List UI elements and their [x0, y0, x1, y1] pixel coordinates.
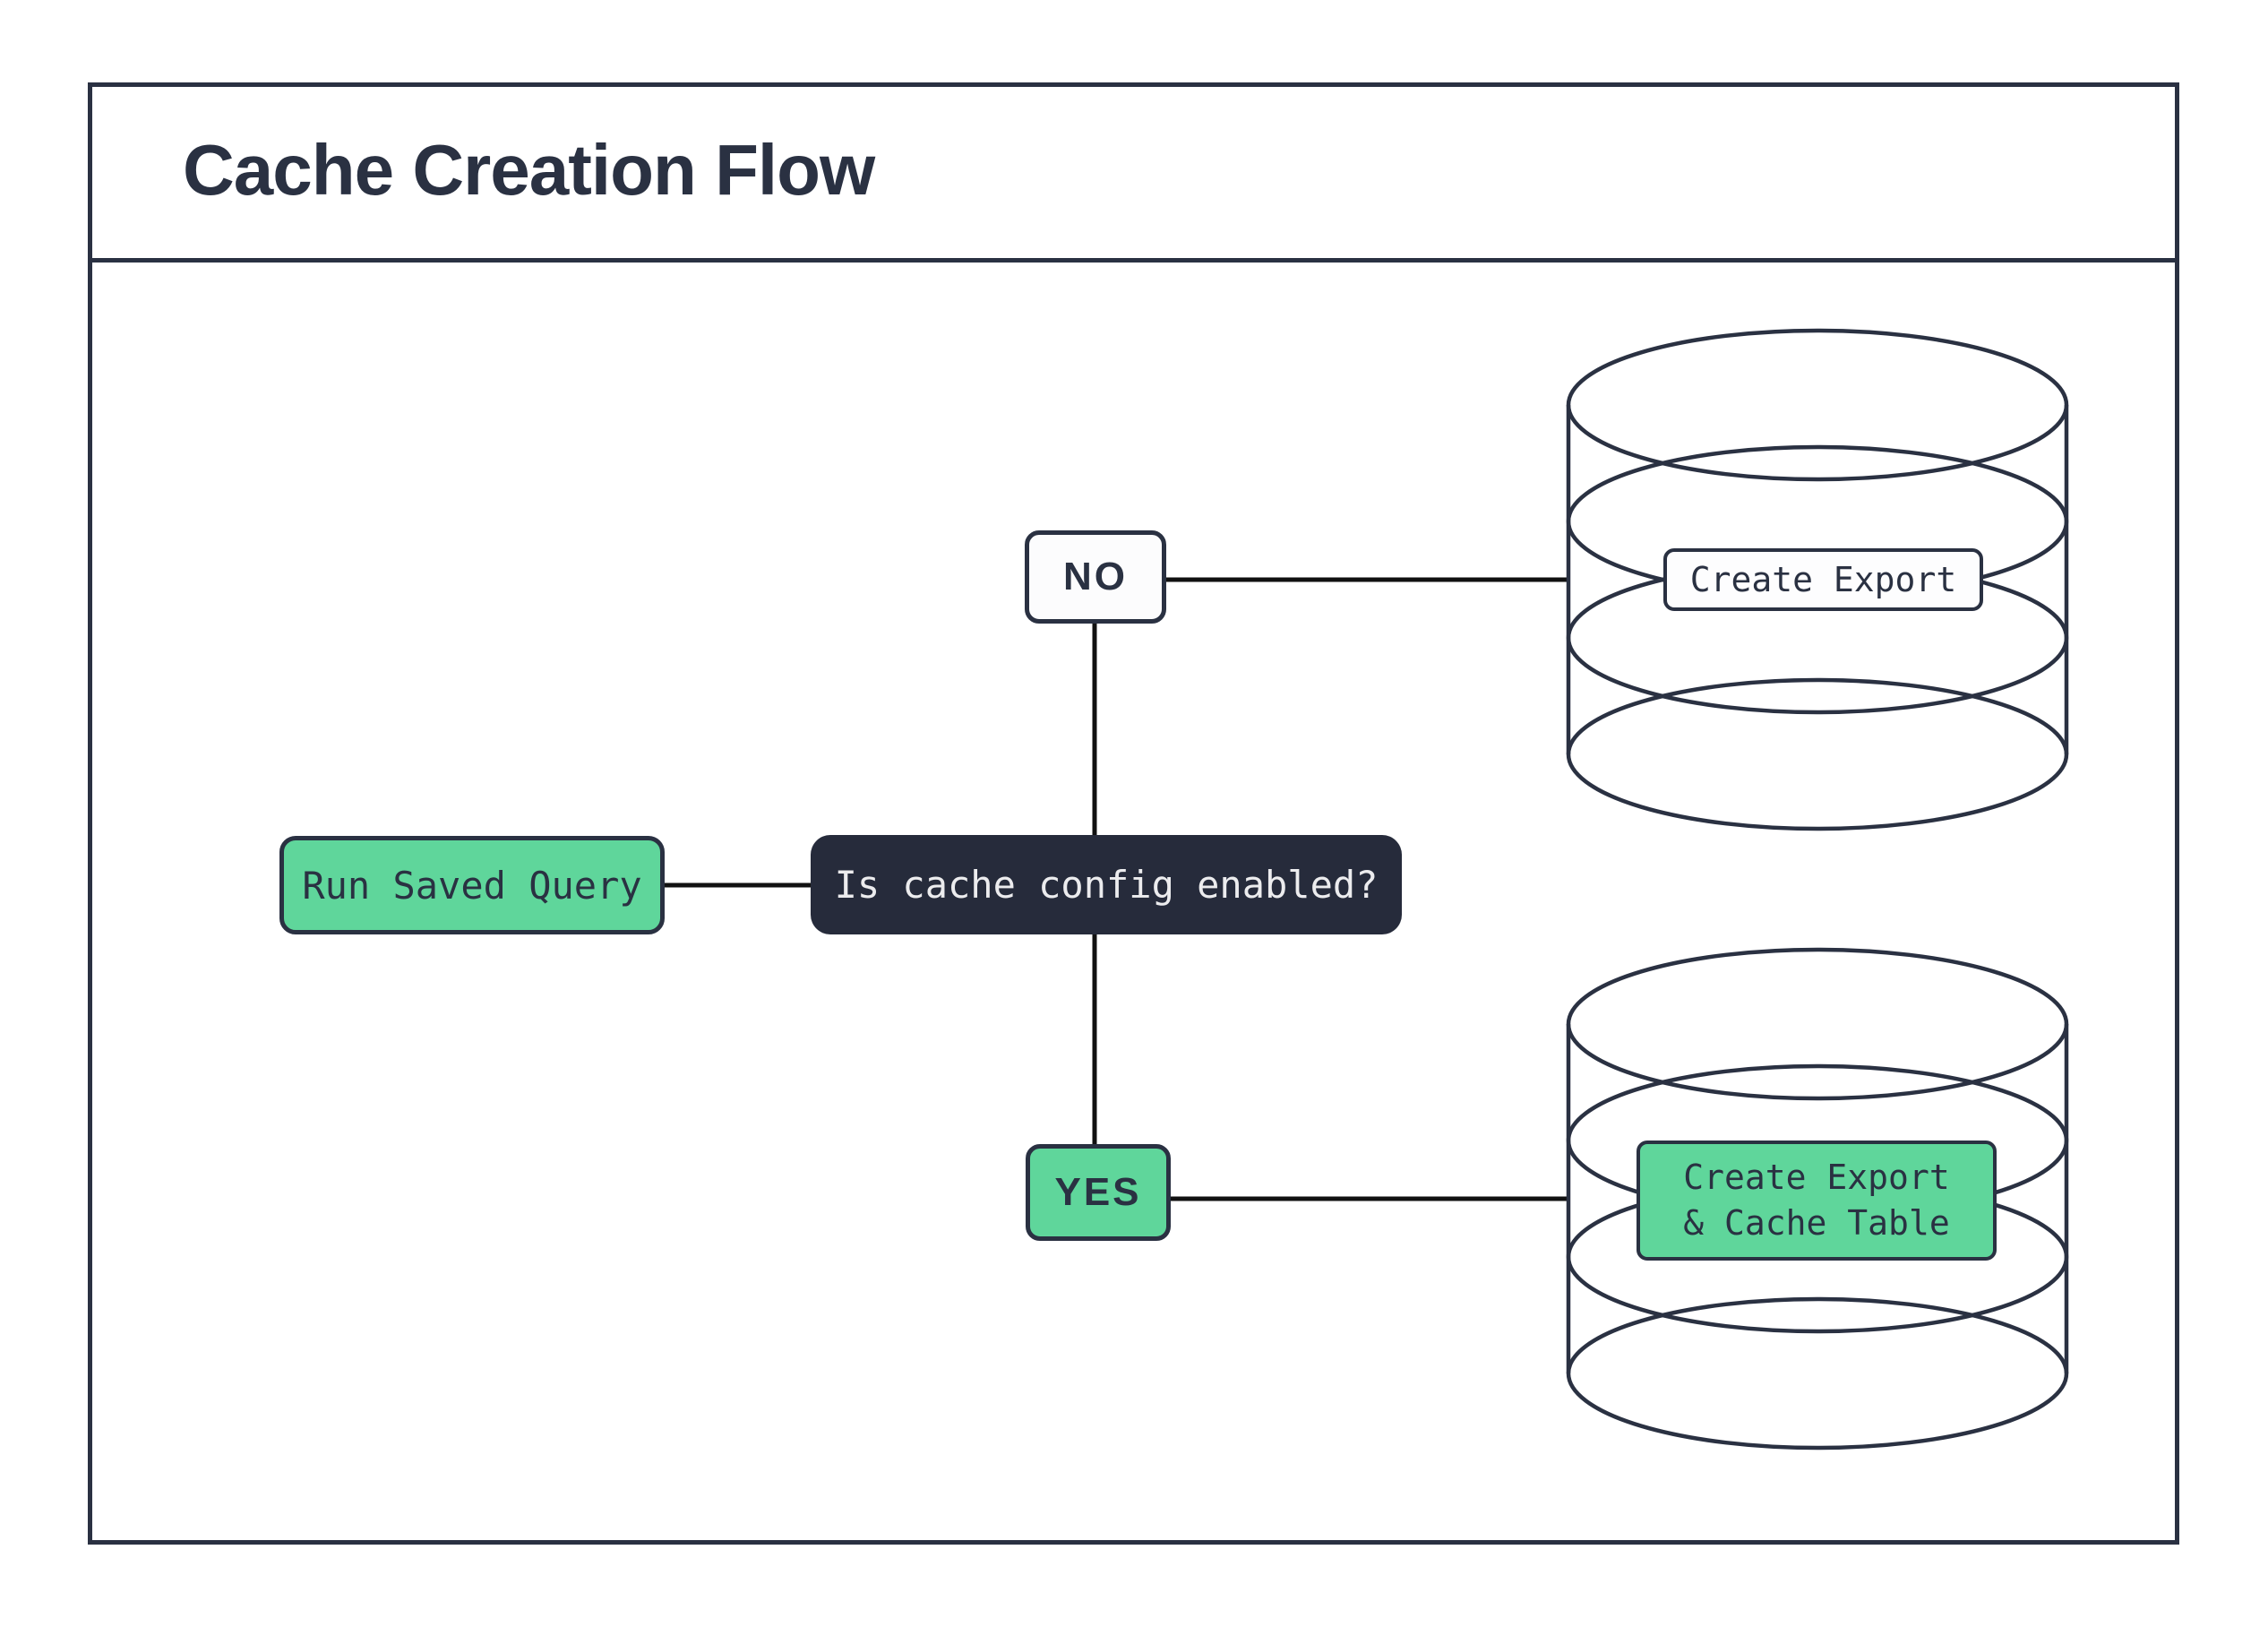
node-no-branch: NO [1025, 530, 1166, 624]
page-title: Cache Creation Flow [183, 130, 875, 210]
node-create-export-cache-label-line2: & Cache Table [1683, 1203, 1950, 1243]
title-band: Cache Creation Flow [88, 82, 2179, 263]
node-create-export-cache-table: Create Export & Cache Table [1637, 1141, 1997, 1261]
node-create-export: Create Export [1663, 548, 1983, 611]
node-yes-branch: YES [1026, 1144, 1171, 1241]
node-yes-label: YES [1054, 1170, 1142, 1214]
node-create-export-label: Create Export [1689, 560, 1957, 599]
node-run-saved-query-label: Run Saved Query [302, 863, 642, 908]
node-run-saved-query: Run Saved Query [279, 836, 665, 934]
node-create-export-cache-label-line1: Create Export [1683, 1157, 1950, 1197]
node-decision-label: Is cache config enabled? [834, 863, 1379, 907]
node-no-label: NO [1063, 555, 1128, 598]
connector-lines [665, 577, 1570, 1201]
database-cylinder-icon-bottom [1566, 947, 2069, 1451]
node-decision: Is cache config enabled? [811, 835, 1402, 934]
